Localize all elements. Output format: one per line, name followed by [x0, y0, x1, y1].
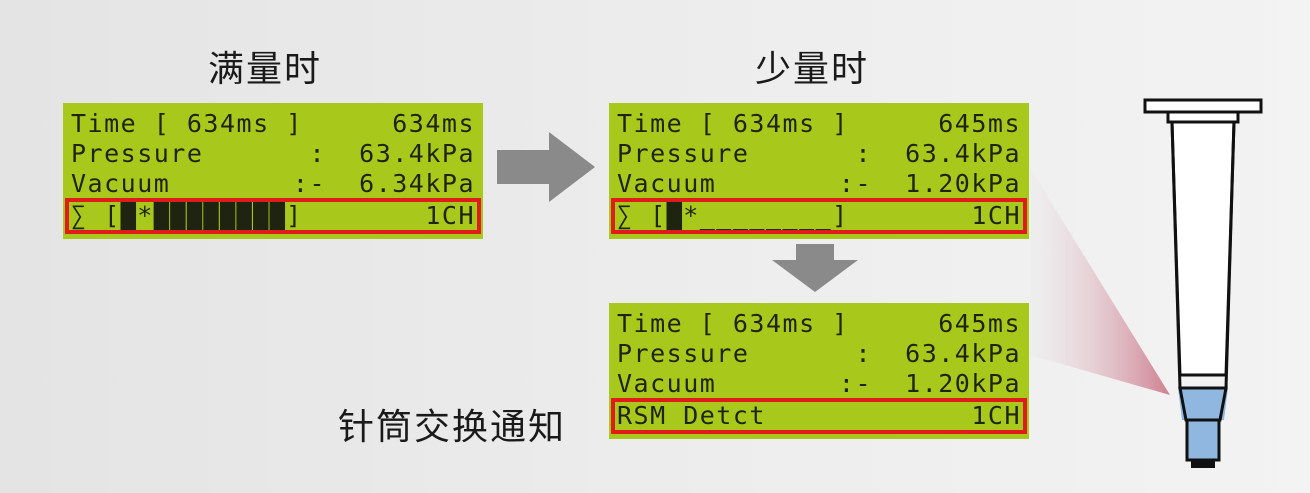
title-full: 满量时	[208, 49, 323, 90]
title-low: 少量时	[755, 49, 870, 90]
title-replace: 针筒交换通知	[338, 407, 567, 448]
vacuum-row: Vacuum :- 1.20kPa	[617, 169, 1021, 199]
pressure-value: : 63.4kPa	[309, 139, 475, 168]
time-row: Time [ 634ms ] 634ms	[71, 109, 475, 139]
status-row: RSM Detct 1CH	[617, 401, 1021, 431]
pressure-row: Pressure : 63.4kPa	[617, 339, 1021, 369]
time-row: Time [ 634ms ] 645ms	[617, 109, 1021, 139]
vacuum-value: :- 1.20kPa	[838, 369, 1021, 398]
time-value: 634ms	[392, 109, 475, 138]
pressure-label: Pressure	[617, 139, 750, 168]
zoom-cone	[1030, 168, 1170, 395]
time-row: Time [ 634ms ] 645ms	[617, 309, 1021, 339]
time-label: Time [ 634ms ]	[617, 309, 849, 338]
pressure-value: : 63.4kPa	[855, 339, 1021, 368]
channel-label: 1CH	[971, 401, 1021, 430]
replace-message: RSM Detct	[617, 401, 766, 430]
channel-label: 1CH	[971, 201, 1021, 230]
level-gauge: ∑ [█*████████]	[71, 201, 303, 230]
vacuum-label: Vacuum	[617, 369, 717, 398]
time-label: Time [ 634ms ]	[71, 109, 303, 138]
vacuum-value: :- 6.34kPa	[292, 169, 475, 198]
time-label: Time [ 634ms ]	[617, 109, 849, 138]
status-row: ∑ [█*________] 1CH	[617, 201, 1021, 231]
status-row: ∑ [█*████████] 1CH	[71, 201, 475, 231]
arrow-right-icon	[497, 132, 595, 202]
arrow-down-icon	[772, 244, 858, 292]
syringe-icon	[1030, 98, 1263, 468]
vacuum-row: Vacuum :- 6.34kPa	[71, 169, 475, 199]
vacuum-label: Vacuum	[71, 169, 171, 198]
lcd-panel-replace: Time [ 634ms ] 645ms Pressure : 63.4kPa …	[609, 303, 1029, 439]
time-value: 645ms	[938, 309, 1021, 338]
lcd-panel-low: Time [ 634ms ] 645ms Pressure : 63.4kPa …	[609, 103, 1029, 239]
pressure-row: Pressure : 63.4kPa	[617, 139, 1021, 169]
channel-label: 1CH	[425, 201, 475, 230]
pressure-label: Pressure	[71, 139, 204, 168]
time-value: 645ms	[938, 109, 1021, 138]
vacuum-label: Vacuum	[617, 169, 717, 198]
pressure-row: Pressure : 63.4kPa	[71, 139, 475, 169]
lcd-panel-full: Time [ 634ms ] 634ms Pressure : 63.4kPa …	[63, 103, 483, 239]
pressure-label: Pressure	[617, 339, 750, 368]
vacuum-value: :- 1.20kPa	[838, 169, 1021, 198]
vacuum-row: Vacuum :- 1.20kPa	[617, 369, 1021, 399]
pressure-value: : 63.4kPa	[855, 139, 1021, 168]
level-gauge: ∑ [█*________]	[617, 201, 849, 230]
